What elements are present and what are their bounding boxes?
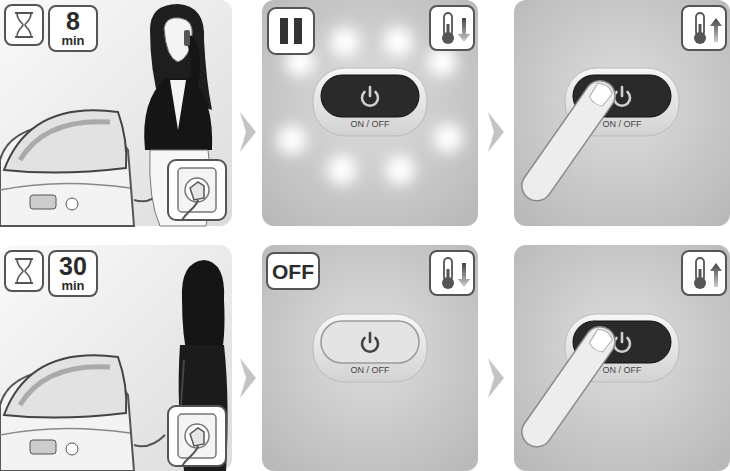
chevron — [240, 358, 256, 398]
on-off-button: ON / OFF — [313, 314, 427, 382]
status-box: OFF — [266, 252, 320, 290]
chevron — [488, 112, 504, 152]
panel — [0, 0, 232, 226]
button-label: ON / OFF — [351, 366, 390, 375]
chevron — [240, 112, 256, 152]
finger — [516, 321, 621, 453]
panel — [262, 0, 478, 226]
on-off-button: ON / OFF — [565, 314, 679, 382]
panel — [514, 0, 730, 226]
finger — [516, 75, 621, 207]
steam-generator — [0, 355, 165, 471]
on-off-button: ON / OFF — [313, 68, 427, 136]
power-button-off — [321, 321, 419, 363]
button-label: ON / OFF — [351, 120, 390, 129]
steam-generator — [0, 110, 165, 226]
panel — [0, 245, 232, 471]
time-value: 30 — [59, 254, 87, 279]
timer-box: 30min — [48, 250, 98, 297]
button-label: ON / OFF — [603, 366, 642, 375]
timer-box: 8min — [48, 5, 98, 52]
time-unit: min — [61, 34, 84, 48]
pause-icon — [268, 8, 314, 54]
button-surround — [313, 68, 427, 136]
time-unit: min — [61, 279, 84, 293]
panel — [514, 245, 730, 471]
button-label: ON / OFF — [603, 120, 642, 129]
on-off-button: ON / OFF — [565, 68, 679, 136]
status-label: OFF — [272, 261, 314, 282]
time-value: 8 — [66, 9, 80, 34]
chevron — [488, 358, 504, 398]
panel — [262, 245, 478, 471]
power-button — [321, 75, 419, 117]
